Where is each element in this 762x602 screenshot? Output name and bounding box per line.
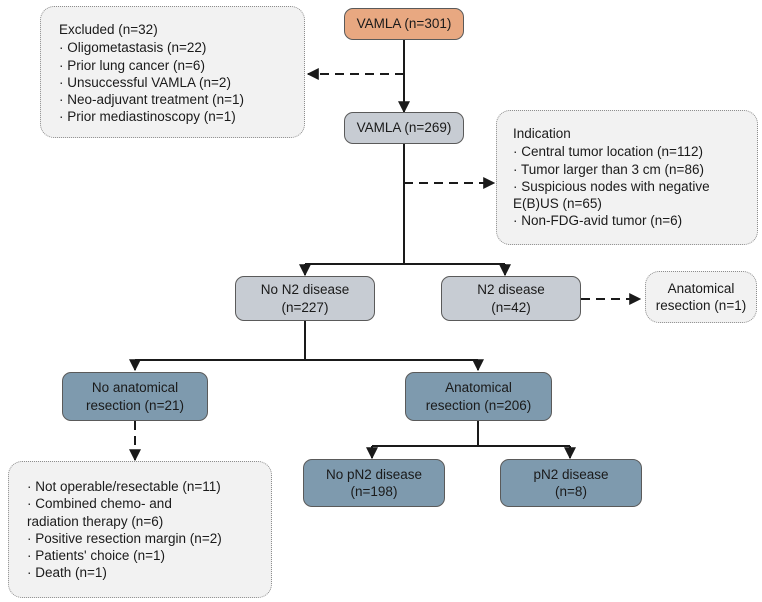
annotation-no-resection-reasons-item-2: radiation therapy (n=6): [27, 513, 164, 529]
annotation-excluded-item-2: · Unsuccessful VAMLA (n=2): [59, 74, 231, 90]
node-n2-disease-label: N2 disease: [477, 282, 545, 298]
annotation-excluded[interactable]: Excluded (n=32) · Oligometastasis (n=22)…: [40, 6, 305, 138]
annotation-excluded-item-3: · Neo-adjuvant treatment (n=1): [59, 92, 244, 108]
node-pn2-disease[interactable]: pN2 disease (n=8): [500, 459, 642, 507]
annotation-indication-item-2: · Suspicious nodes with negative: [513, 178, 710, 194]
annotation-excluded-item-1: · Prior lung cancer (n=6): [59, 57, 205, 73]
annotation-excluded-item-0: · Oligometastasis (n=22): [59, 40, 207, 56]
annotation-indication-item-3: E(B)US (n=65): [513, 196, 602, 212]
annotation-indication-item-0: · Central tumor location (n=112): [513, 144, 703, 160]
annotation-indication[interactable]: Indication · Central tumor location (n=1…: [496, 110, 758, 245]
annotation-indication-item-4: · Non-FDG-avid tumor (n=6): [513, 213, 683, 229]
annotation-no-resection-reasons-item-1: · Combined chemo- and: [27, 496, 172, 512]
node-n2-disease[interactable]: N2 disease (n=42): [441, 276, 581, 321]
node-no-n2-disease-count: (n=227): [281, 299, 329, 315]
node-no-anatomical-resection[interactable]: No anatomical resection (n=21): [62, 372, 208, 421]
node-n2-disease-count: (n=42): [491, 299, 531, 315]
annotation-no-resection-reasons[interactable]: · Not operable/resectable (n=11) · Combi…: [8, 461, 272, 598]
node-no-n2-disease[interactable]: No N2 disease (n=227): [235, 276, 375, 321]
node-vamla-total-label: VAMLA (n=301): [356, 16, 452, 32]
node-anatomical-resection[interactable]: Anatomical resection (n=206): [405, 372, 552, 421]
node-anatomical-resection-line1: Anatomical: [445, 380, 512, 396]
node-vamla-total[interactable]: VAMLA (n=301): [344, 8, 464, 40]
annotation-indication-item-1: · Tumor larger than 3 cm (n=86): [513, 161, 704, 177]
node-n2-anatomical-resection-line1: Anatomical: [667, 280, 735, 296]
node-n2-anatomical-resection-line2: resection (n=1): [655, 298, 747, 313]
node-pn2-disease-label: pN2 disease: [533, 466, 609, 482]
node-pn2-disease-count: (n=8): [555, 484, 587, 499]
node-vamla-included-label: VAMLA (n=269): [356, 120, 452, 136]
node-anatomical-resection-line2: resection (n=206): [425, 397, 532, 413]
annotation-excluded-item-4: · Prior mediastinoscopy (n=1): [59, 109, 236, 125]
annotation-no-resection-reasons-item-3: · Positive resection margin (n=2): [27, 530, 222, 546]
annotation-no-resection-reasons-item-0: · Not operable/resectable (n=11): [27, 479, 221, 494]
node-no-n2-disease-label: No N2 disease: [260, 282, 350, 298]
node-no-anatomical-resection-line2: resection (n=21): [86, 397, 184, 413]
annotation-no-resection-reasons-item-4: · Patients' choice (n=1): [27, 548, 166, 564]
node-no-pn2-disease-label: No pN2 disease: [325, 466, 423, 482]
annotation-indication-header: Indication: [513, 126, 571, 141]
node-vamla-included[interactable]: VAMLA (n=269): [344, 112, 464, 144]
node-n2-anatomical-resection[interactable]: Anatomical resection (n=1): [645, 271, 757, 323]
node-no-pn2-disease[interactable]: No pN2 disease (n=198): [303, 459, 445, 507]
node-no-pn2-disease-count: (n=198): [350, 484, 398, 499]
annotation-no-resection-reasons-item-5: · Death (n=1): [27, 565, 107, 581]
annotation-excluded-header: Excluded (n=32): [59, 22, 158, 37]
node-no-anatomical-resection-line1: No anatomical: [91, 380, 179, 396]
